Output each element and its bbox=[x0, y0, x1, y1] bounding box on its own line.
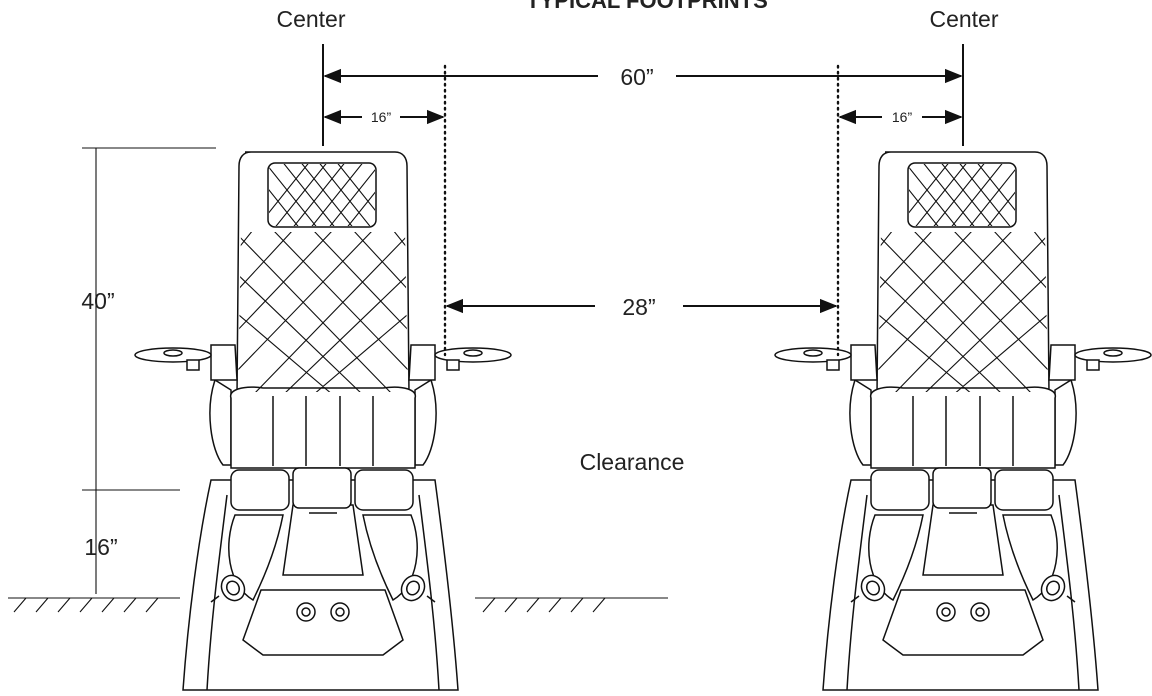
height-seat-label: 16” bbox=[84, 534, 117, 560]
center-label-right: Center bbox=[929, 6, 998, 32]
pedicure-chair-icon bbox=[135, 152, 511, 690]
offset-right-label: 16” bbox=[892, 109, 913, 125]
center-label-left: Center bbox=[276, 6, 345, 32]
floor-hatch-icon bbox=[8, 597, 668, 613]
offset-left-label: 16” bbox=[371, 109, 392, 125]
diagram-title: TYPICAL FOOTPRINTS bbox=[526, 0, 768, 13]
height-back-label: 40” bbox=[81, 288, 114, 314]
dimension-28-label: 28” bbox=[622, 294, 655, 320]
dimension-60-label: 60” bbox=[620, 64, 653, 90]
clearance-label: Clearance bbox=[580, 449, 685, 475]
pedicure-chair-icon bbox=[775, 152, 1151, 690]
